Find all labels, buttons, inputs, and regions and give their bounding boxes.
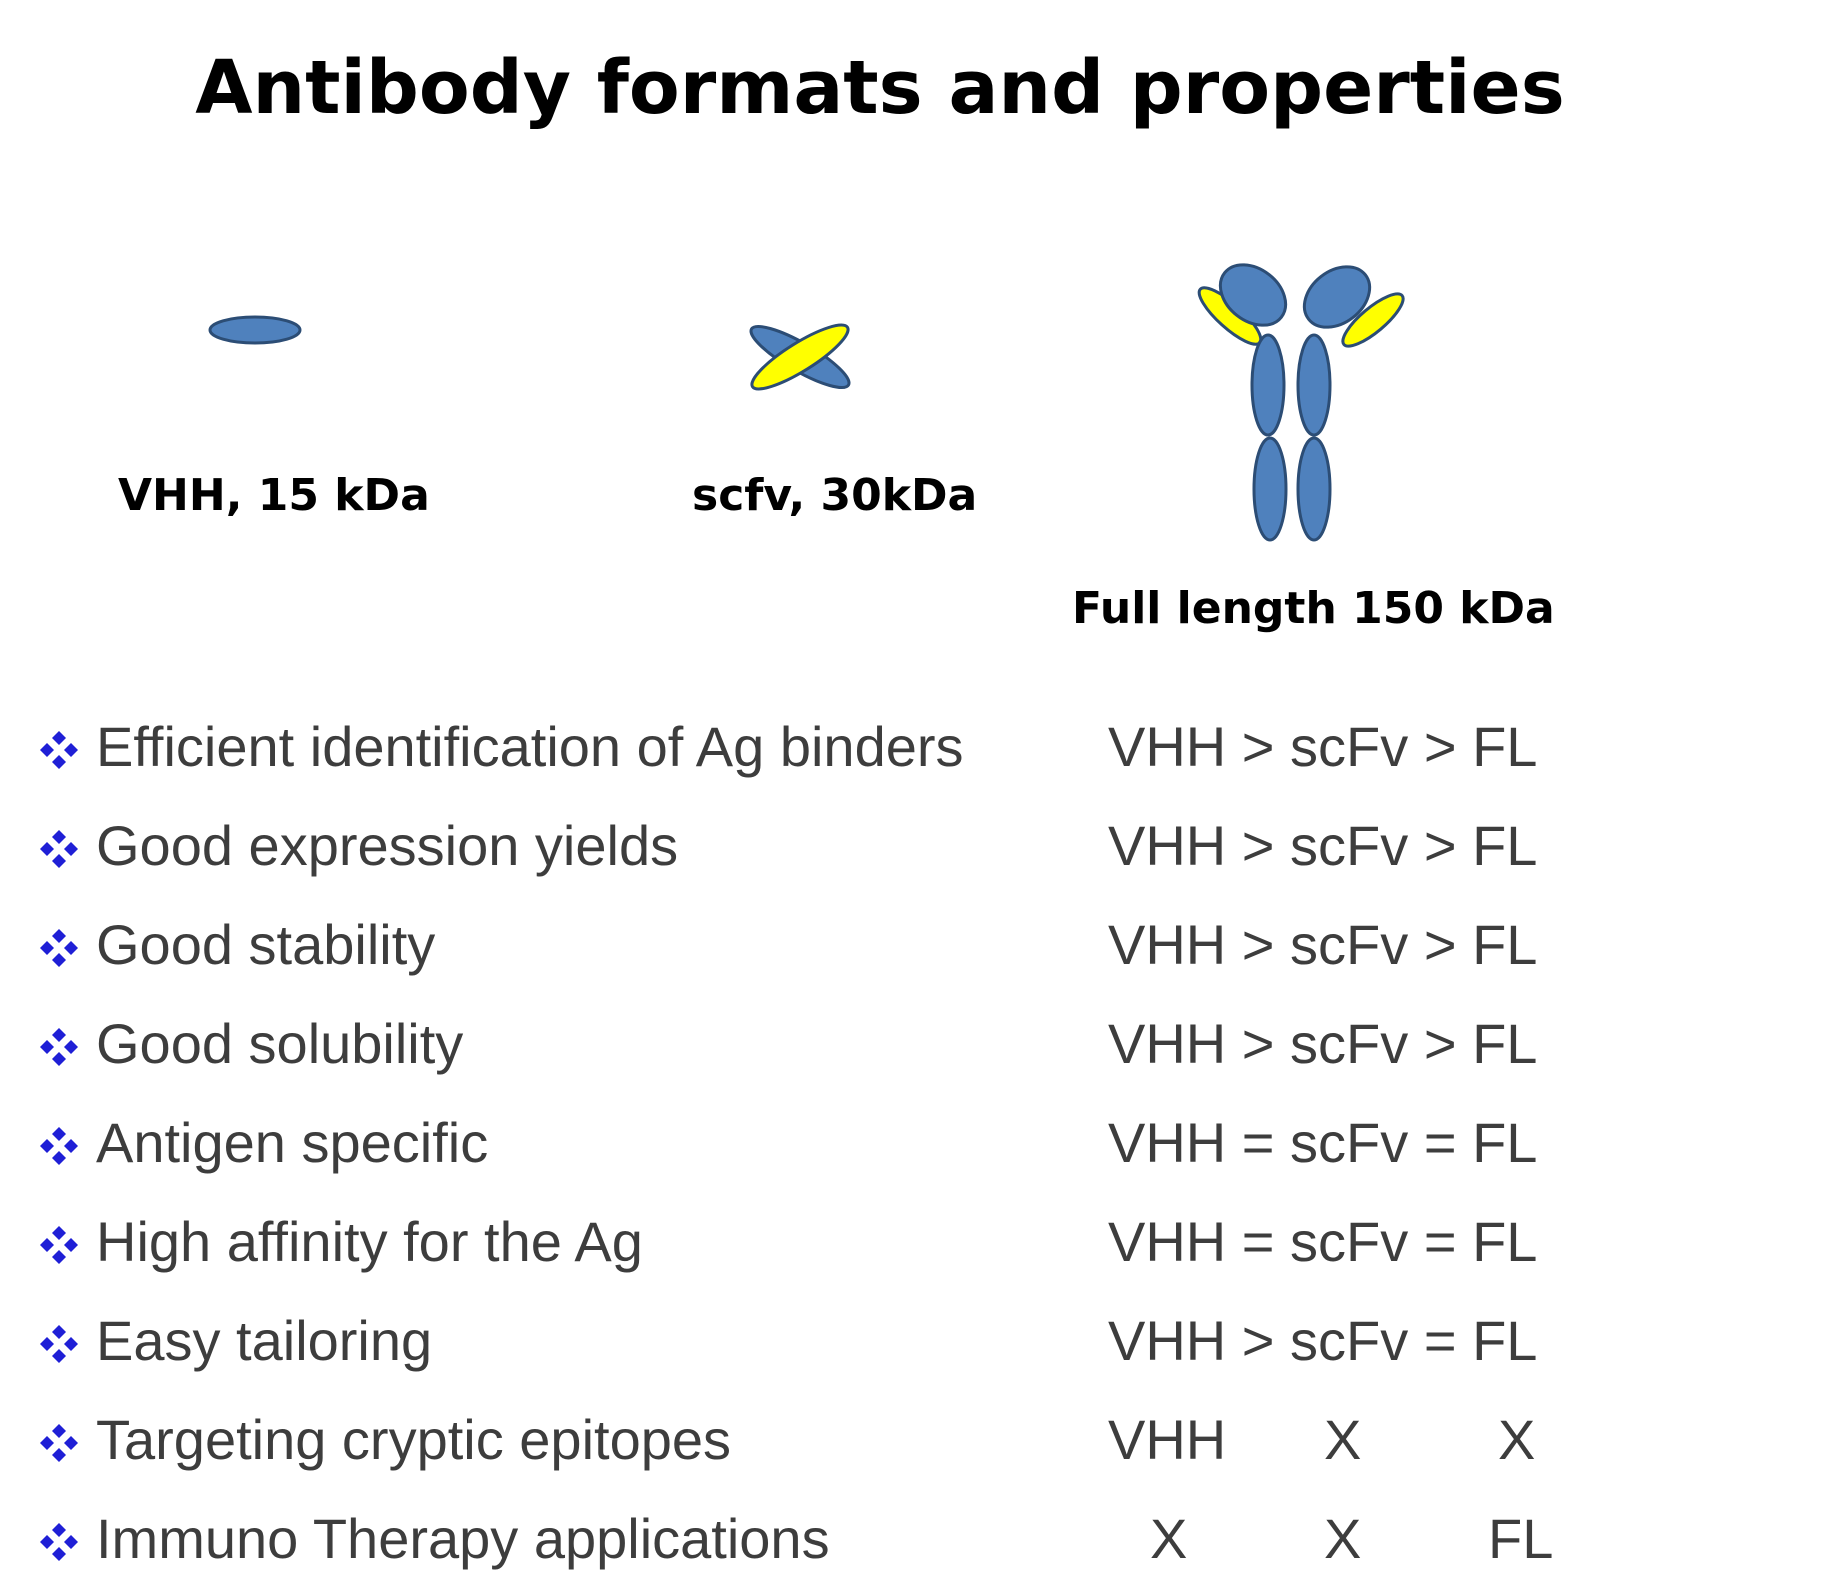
property-row: Efficient identification of Ag binders V… (38, 697, 1738, 796)
comparison-text: VHH > scFv > FL (1108, 1012, 1538, 1075)
four-diamond-bullet-icon (40, 1523, 78, 1561)
full-length-label: Full length 150 kDa (1072, 583, 1555, 634)
four-diamond-bullet-icon (40, 929, 78, 967)
property-row: Good stability VHH > scFv > FL (38, 895, 1738, 994)
property-row: High affinity for the Ag VHH = scFv = FL (38, 1192, 1738, 1291)
comparison-text: VHH = scFv = FL (1108, 1111, 1538, 1174)
comparison-cell-fl: FL (1488, 1507, 1554, 1570)
scfv-domain-icon (749, 323, 851, 391)
comparison-cell-vhh: VHH (1108, 1408, 1227, 1471)
property-row: Immuno Therapy applications X X FL (38, 1489, 1738, 1588)
comparison-cell-vhh: X (1150, 1507, 1188, 1570)
four-diamond-bullet-icon (40, 1424, 78, 1462)
comparison-text: VHH > scFv > FL (1108, 814, 1538, 877)
property-text: Immuno Therapy applications (96, 1507, 830, 1570)
four-diamond-bullet-icon (40, 731, 78, 769)
four-diamond-bullet-icon (40, 1325, 78, 1363)
property-text: Antigen specific (96, 1111, 489, 1174)
four-diamond-bullet-icon (40, 1127, 78, 1165)
property-text: Good expression yields (96, 814, 679, 877)
property-text: High affinity for the Ag (96, 1210, 643, 1273)
property-text: Easy tailoring (96, 1309, 433, 1372)
property-text: Efficient identification of Ag binders (96, 715, 964, 778)
four-diamond-bullet-icon (40, 830, 78, 868)
vhh-domain-icon (208, 315, 302, 345)
comparison-text: VHH > scFv = FL (1108, 1309, 1538, 1372)
comparison-cell-scfv: X (1324, 1408, 1362, 1471)
comparison-cell-scfv: X (1324, 1507, 1362, 1570)
property-text: Good stability (96, 913, 436, 976)
property-row: Targeting cryptic epitopes VHH X X (38, 1390, 1738, 1489)
page-title: Antibody formats and properties (195, 45, 1565, 131)
property-list: Efficient identification of Ag binders V… (38, 697, 1738, 1588)
property-row: Antigen specific VHH = scFv = FL (38, 1093, 1738, 1192)
four-diamond-bullet-icon (40, 1226, 78, 1264)
property-row: Good expression yields VHH > scFv > FL (38, 796, 1738, 895)
vhh-label: VHH, 15 kDa (118, 470, 430, 521)
property-row: Easy tailoring VHH > scFv = FL (38, 1291, 1738, 1390)
comparison-text: VHH > scFv > FL (1108, 715, 1538, 778)
comparison-text: VHH = scFv = FL (1108, 1210, 1538, 1273)
property-text: Good solubility (96, 1012, 464, 1075)
comparison-text: VHH > scFv > FL (1108, 913, 1538, 976)
property-text: Targeting cryptic epitopes (96, 1408, 732, 1471)
full-length-antibody-icon (1197, 263, 1405, 542)
scfv-label: scfv, 30kDa (692, 470, 978, 521)
four-diamond-bullet-icon (40, 1028, 78, 1066)
comparison-cell-fl: X (1498, 1408, 1536, 1471)
property-row: Good solubility VHH > scFv > FL (38, 994, 1738, 1093)
